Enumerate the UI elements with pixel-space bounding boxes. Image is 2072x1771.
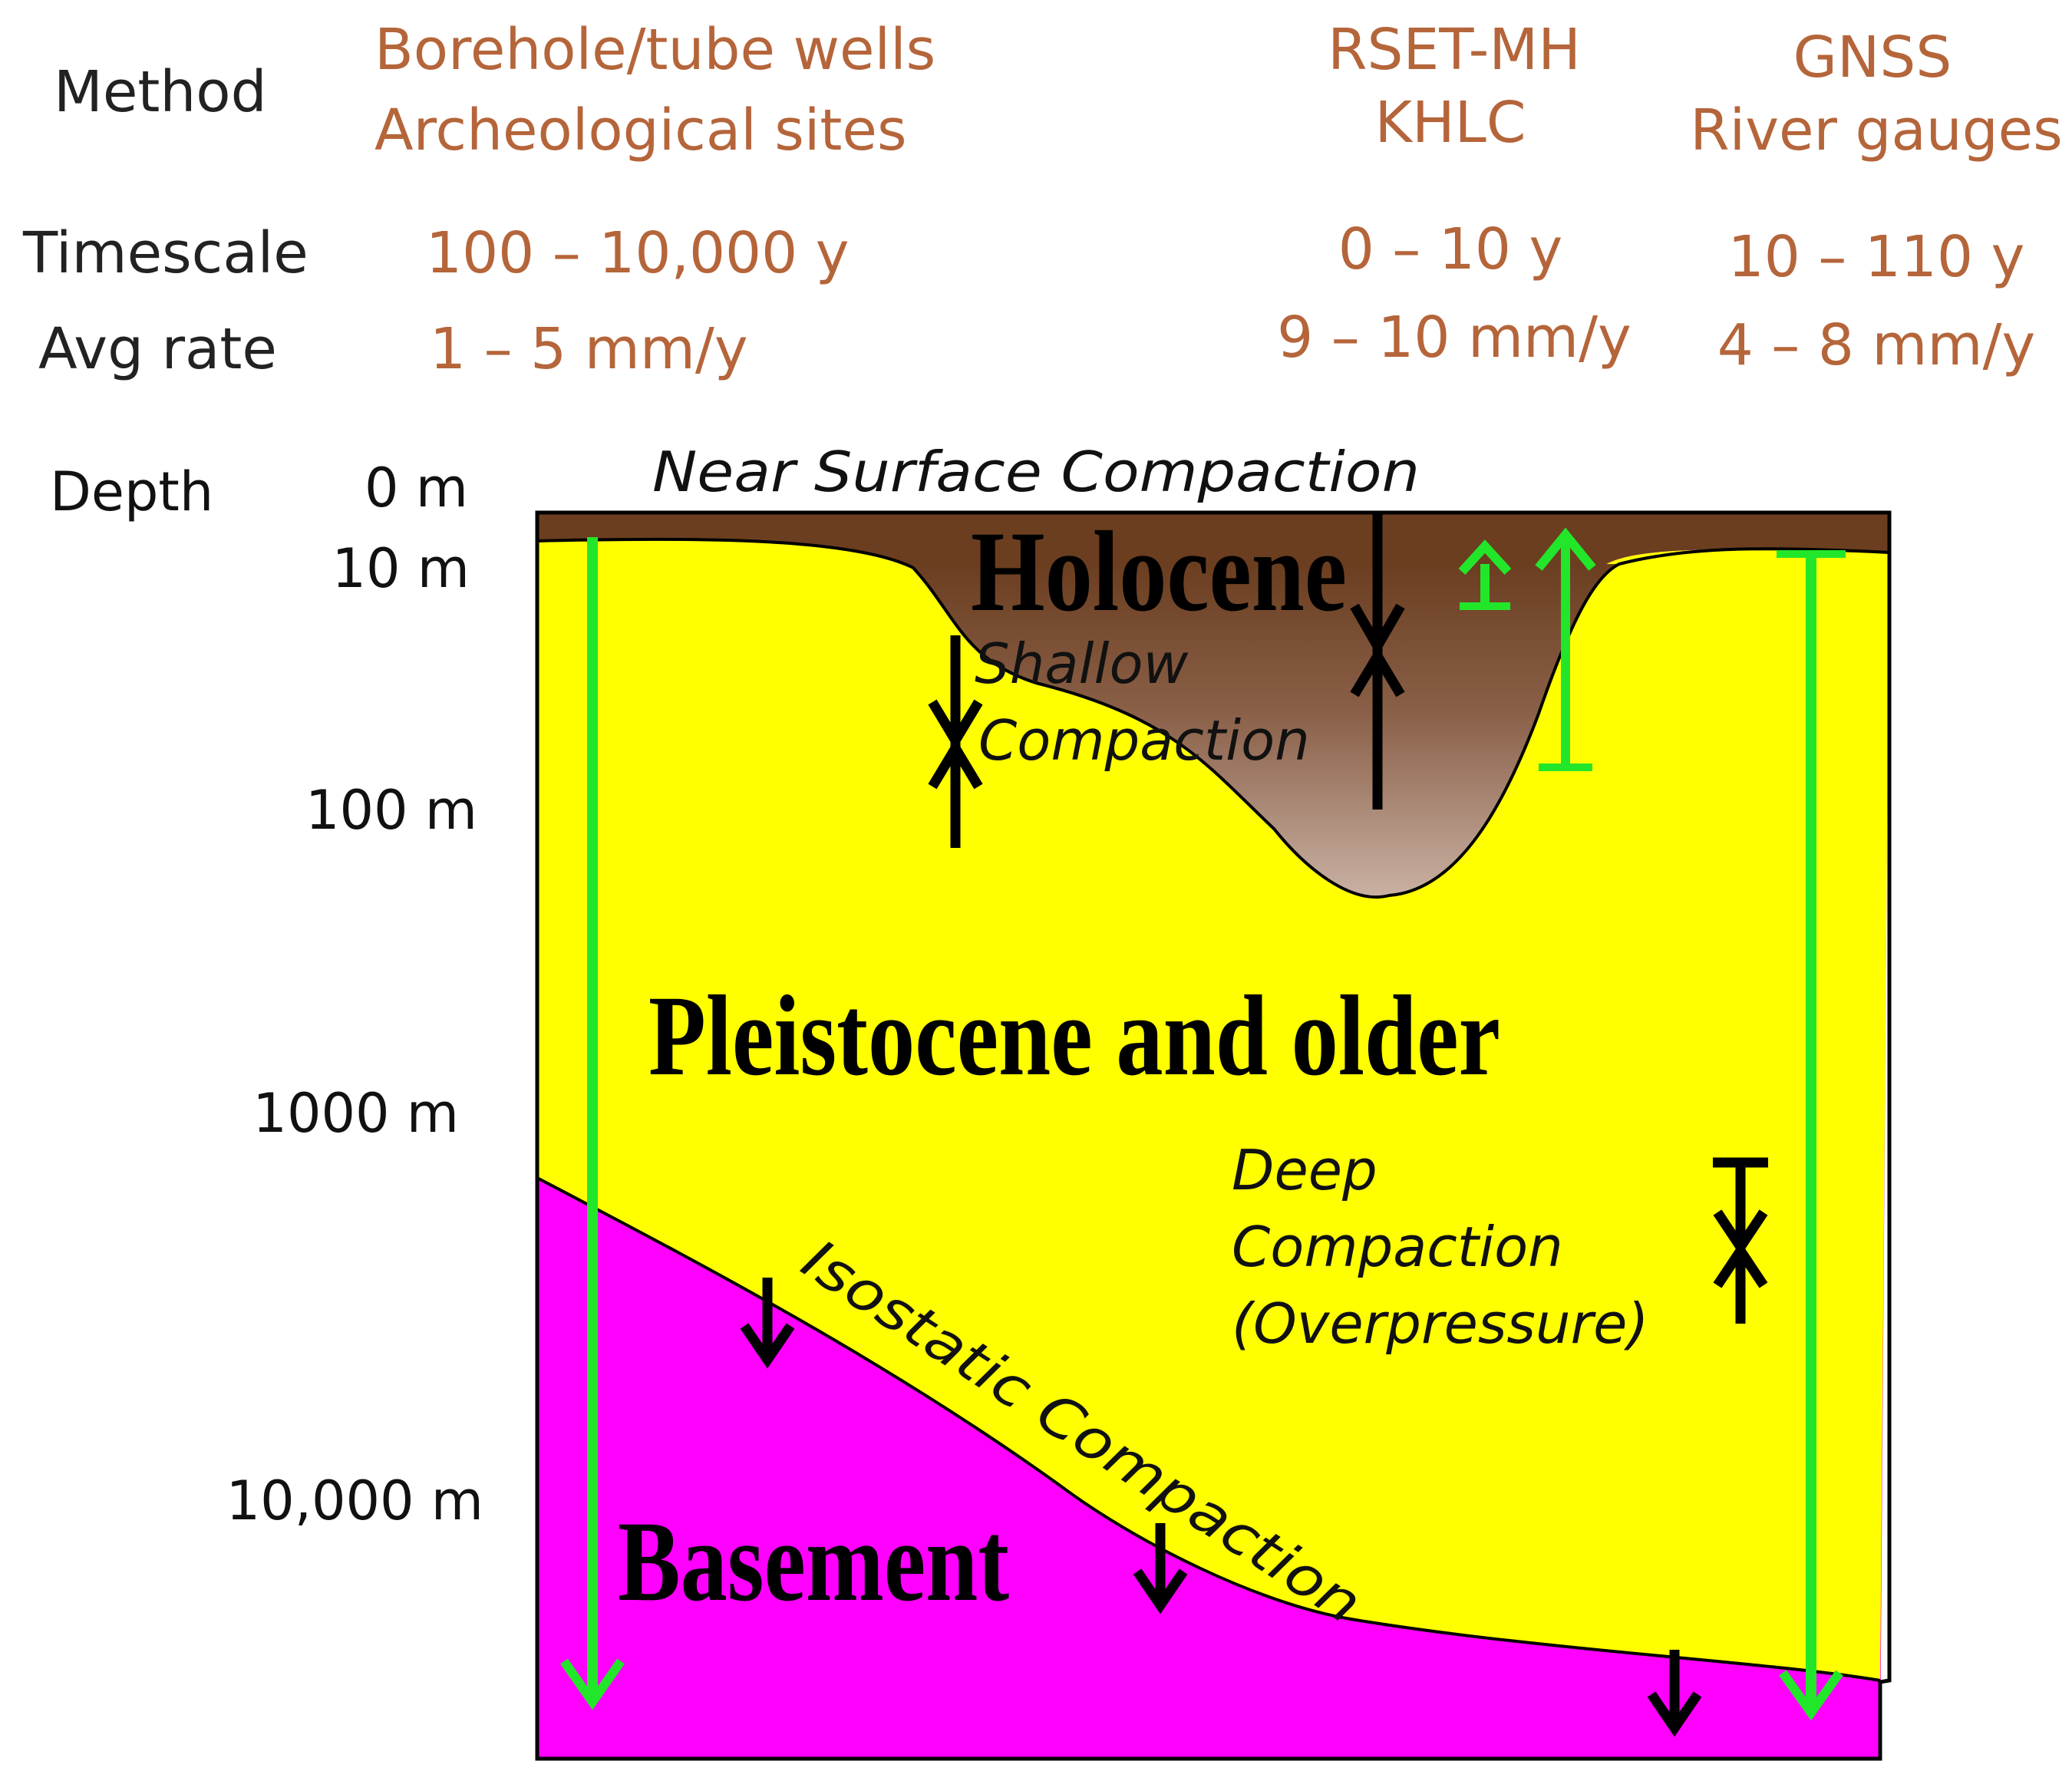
pleistocene-layer (537, 539, 1889, 1680)
depth-tick-1000m: 1000 m (252, 1082, 459, 1145)
shallow-compaction-label-2: Compaction (978, 708, 1310, 773)
deep-compaction-label-2: Compaction (1232, 1215, 1563, 1279)
depth-tick-100m: 100 m (305, 779, 477, 842)
isostatic-arrowhead-1-icon (740, 1323, 795, 1369)
depth-axis: Depth 0 m 10 m 100 m 1000 m 10,000 m (50, 457, 483, 1532)
deep-up-arrow-icon (1713, 1242, 1768, 1288)
deep-compaction-label-3: (Overpressure) (1232, 1291, 1649, 1356)
layer-labels: Holocene Pleistocene and older Basement (618, 508, 1500, 1625)
deep-compaction-label-1: Deep (1232, 1138, 1377, 1202)
method-col3-line1: GNSS (1793, 25, 1952, 91)
timescale-col1: 100 – 10,000 y (426, 220, 850, 286)
near-surface-down-arrow-icon (1350, 603, 1405, 657)
depth-label: Depth (50, 460, 213, 523)
holocene-layer (913, 564, 1619, 898)
method-col1-line1: Borehole/tube wells (374, 17, 935, 83)
basement-label: Basement (618, 1498, 1009, 1625)
timescale-col2: 0 – 10 y (1338, 216, 1563, 282)
timescale-col3: 10 – 110 y (1728, 224, 2025, 290)
avg-rate-col1: 1 – 5 mm/y (430, 316, 748, 382)
near-surface-up-arrow-icon (1350, 646, 1405, 698)
avg-rate-col3: 4 – 8 mm/y (1717, 312, 2036, 378)
rset-arrowhead-icon (1458, 539, 1512, 575)
pleistocene-label: Pleistocene and older (648, 972, 1500, 1100)
depth-tick-0m: 0 m (365, 457, 468, 519)
basement-outline (536, 1176, 1881, 1682)
section-frame (535, 510, 1892, 1761)
shallow-compaction-label-1: Shallow (975, 632, 1189, 696)
method-col2-line1: RSET-MH (1328, 17, 1581, 83)
holocene-label: Holocene (971, 508, 1347, 635)
compaction-arrows (740, 514, 1768, 1737)
gnss-arrowhead-icon (1779, 1670, 1843, 1721)
method-col1-line2: Archeological sites (374, 97, 907, 163)
cross-section (535, 510, 1892, 1761)
near-surface-compaction-label: Near Surface Compaction (652, 440, 1420, 504)
borehole-arrowhead-icon (560, 1658, 625, 1710)
khlc-arrowhead-icon (1535, 527, 1596, 571)
isostatic-arrowhead-3-icon (1647, 1691, 1702, 1737)
holocene-outline (536, 537, 1890, 899)
method-col2-line2: KHLC (1374, 90, 1526, 156)
avg-rate-col2: 9 – 10 mm/y (1277, 305, 1632, 371)
isostatic-arrowhead-2-icon (1133, 1568, 1188, 1614)
method-col3-line2: River gauges (1690, 97, 2063, 163)
avg-rate-label: Avg rate (38, 316, 277, 382)
measurement-arrows (560, 527, 1846, 1721)
depth-tick-10m: 10 m (332, 537, 470, 600)
shallow-up-arrow-icon (928, 738, 983, 790)
timescale-label: Timescale (22, 220, 308, 286)
method-label: Method (54, 59, 267, 125)
depth-tick-10000m: 10,000 m (226, 1469, 483, 1532)
header: Method Timescale Avg rate Borehole/tube … (22, 17, 2063, 382)
